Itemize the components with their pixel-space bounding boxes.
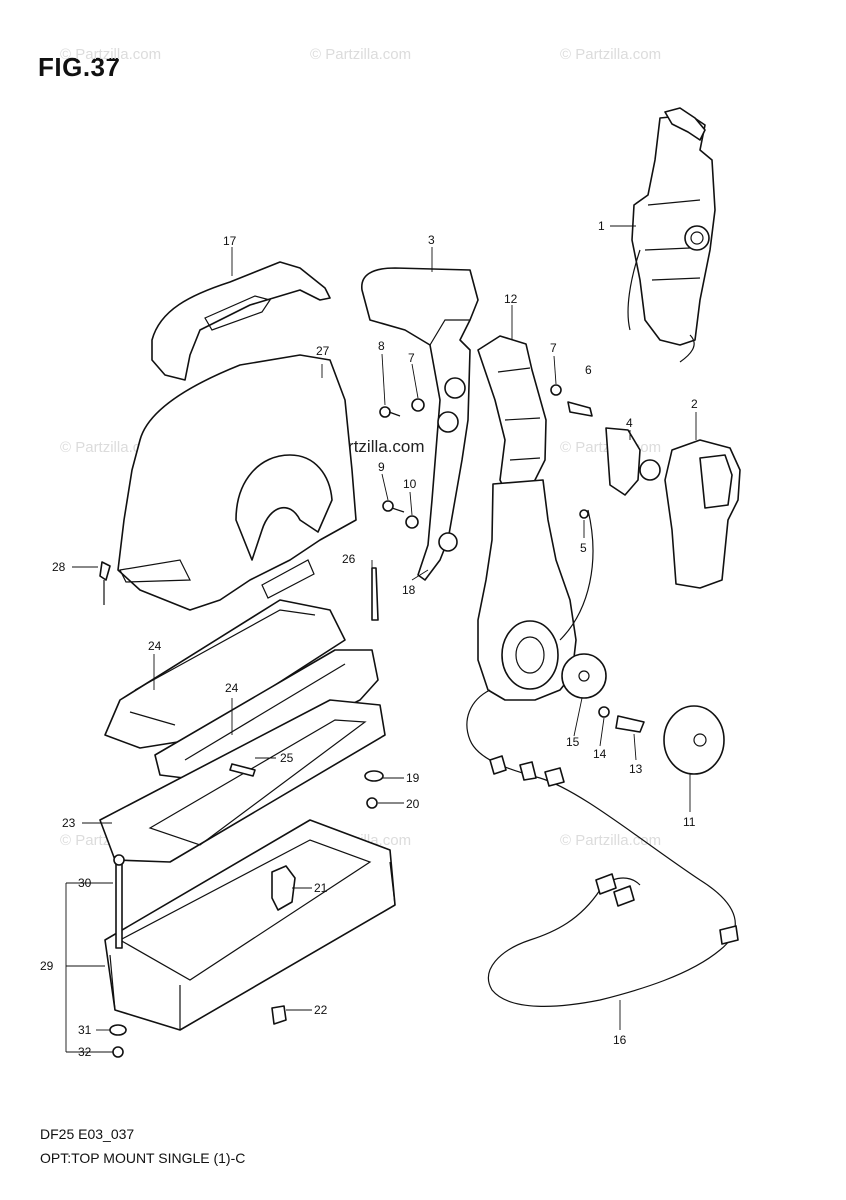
callout-3[interactable]: 3 bbox=[428, 233, 435, 247]
part-control-lever[interactable] bbox=[361, 267, 479, 581]
footer-diagram-code: DF25 E03_037 bbox=[40, 1126, 135, 1142]
part-lever-body[interactable] bbox=[477, 479, 577, 701]
part-housing-cover[interactable] bbox=[117, 354, 357, 611]
callout-18[interactable]: 18 bbox=[402, 583, 416, 597]
part-mounting-plate[interactable] bbox=[104, 599, 379, 781]
callout-13[interactable]: 13 bbox=[629, 762, 643, 776]
watermark: © Partzilla.com bbox=[60, 439, 161, 456]
watermark: © Partzilla.com bbox=[560, 46, 661, 63]
callout-23[interactable]: 23 bbox=[62, 816, 76, 830]
leader-lines bbox=[65, 225, 697, 1053]
callout-9[interactable]: 9 bbox=[378, 460, 385, 474]
callout-26[interactable]: 26 bbox=[342, 552, 356, 566]
callout-24[interactable]: 24 bbox=[148, 639, 162, 653]
callout-6[interactable]: 6 bbox=[585, 363, 592, 377]
part-remote-control-unit[interactable] bbox=[627, 107, 716, 363]
figure-title: FIG.37 bbox=[38, 52, 121, 82]
callout-24[interactable]: 24 bbox=[225, 681, 239, 695]
callout-30[interactable]: 30 bbox=[78, 876, 92, 890]
callout-22[interactable]: 22 bbox=[314, 1003, 328, 1017]
watermark: © Partzilla.com bbox=[560, 832, 661, 849]
part-control-arm[interactable] bbox=[477, 335, 547, 501]
part-wiring-harness[interactable] bbox=[466, 509, 739, 1007]
callout-17[interactable]: 17 bbox=[223, 234, 237, 248]
part-grip-cover[interactable] bbox=[664, 439, 741, 589]
callout-19[interactable]: 19 bbox=[406, 771, 420, 785]
callout-11[interactable]: 11 bbox=[683, 815, 696, 829]
hardware-fasteners bbox=[99, 384, 725, 1058]
callout-28[interactable]: 28 bbox=[52, 560, 66, 574]
footer-diagram-description: OPT:TOP MOUNT SINGLE (1)-C bbox=[40, 1150, 246, 1166]
callout-25[interactable]: 25 bbox=[280, 751, 294, 765]
callout-32[interactable]: 32 bbox=[78, 1045, 92, 1059]
part-top-cover[interactable] bbox=[151, 261, 331, 381]
callout-4[interactable]: 4 bbox=[626, 416, 633, 430]
callout-15[interactable]: 15 bbox=[566, 735, 580, 749]
callout-8[interactable]: 8 bbox=[378, 339, 385, 353]
callout-16[interactable]: 16 bbox=[613, 1033, 627, 1047]
callout-31[interactable]: 31 bbox=[78, 1023, 92, 1037]
callout-12[interactable]: 12 bbox=[504, 292, 518, 306]
callout-7[interactable]: 7 bbox=[408, 351, 415, 365]
callout-20[interactable]: 20 bbox=[406, 797, 420, 811]
callout-21[interactable]: 21 bbox=[314, 881, 328, 895]
callout-29[interactable]: 29 bbox=[40, 959, 54, 973]
callout-10[interactable]: 10 bbox=[403, 477, 417, 491]
callout-1[interactable]: 1 bbox=[598, 219, 605, 233]
watermark: © Partzilla.com bbox=[60, 46, 161, 63]
callout-7[interactable]: 7 bbox=[550, 341, 557, 355]
callout-labels: 1 2 3 4 5 6 7 7 8 9 10 11 12 13 14 15 16… bbox=[40, 219, 698, 1059]
watermark: © Partzilla.com bbox=[310, 46, 411, 63]
callout-27[interactable]: 27 bbox=[316, 344, 330, 358]
callout-14[interactable]: 14 bbox=[593, 747, 607, 761]
callout-5[interactable]: 5 bbox=[580, 541, 587, 555]
callout-2[interactable]: 2 bbox=[691, 397, 698, 411]
part-base[interactable] bbox=[104, 819, 396, 1031]
